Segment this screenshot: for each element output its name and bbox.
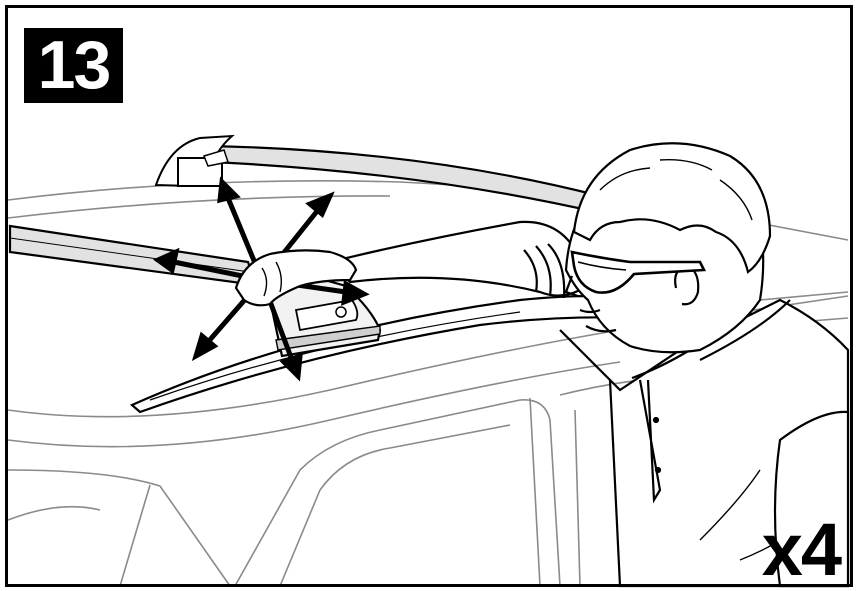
step-number-badge: 13 [24, 28, 123, 103]
quantity-label: x4 [762, 513, 840, 587]
front-crossbar [10, 226, 256, 285]
person [236, 143, 848, 586]
